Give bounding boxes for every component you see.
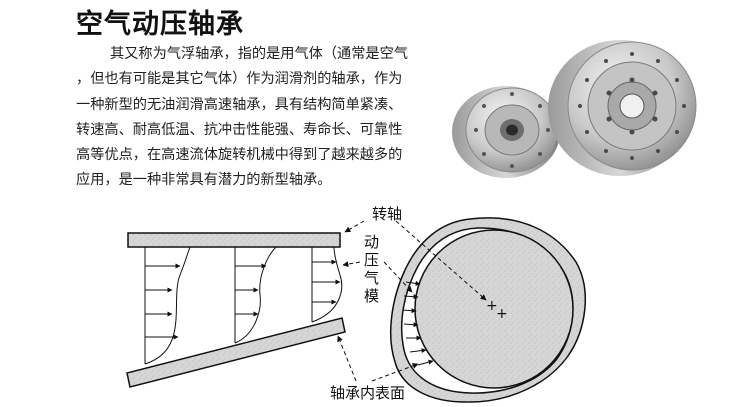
small-bearing bbox=[452, 86, 560, 178]
description-line: 应用，是一种非常具有潜力的新型轴承。 bbox=[76, 172, 332, 189]
bearing-center-mark: + bbox=[486, 298, 498, 314]
large-bearing bbox=[548, 40, 697, 176]
description-line: 高等优点，在高速流体旋转机械中得到了越来越多的 bbox=[76, 147, 403, 164]
label-shaft: 转轴 bbox=[372, 205, 402, 223]
description-paragraph: 其又称为气浮轴承，指的是用气体（通常是空气 ，但也有可能是其它气体）作为润滑剂的… bbox=[76, 42, 444, 194]
description-line: 转速高、耐高低温、抗冲击性能强、寿命长、可靠性 bbox=[76, 121, 403, 138]
lower-plate bbox=[126, 317, 346, 388]
velocity-profile bbox=[234, 246, 277, 344]
velocity-profile bbox=[144, 246, 191, 365]
bearing-product-photo bbox=[452, 40, 697, 178]
label-film-char: 动 bbox=[364, 233, 379, 251]
leader-line bbox=[395, 220, 487, 301]
bearing-diagram: + + 转轴 动 压 气 模 轴承内表面 bbox=[126, 205, 586, 403]
leader-line bbox=[342, 261, 361, 268]
leader-line bbox=[371, 363, 419, 382]
label-film-char: 气 bbox=[364, 269, 379, 287]
film-pressure-arrows bbox=[402, 280, 434, 366]
leader-line bbox=[344, 220, 365, 233]
label-film-char: 压 bbox=[364, 251, 379, 269]
upper-plate bbox=[127, 232, 341, 248]
description-line: ，但也有可能是其它气体）作为润滑剂的轴承，作为 bbox=[76, 71, 403, 88]
velocity-profile bbox=[311, 246, 343, 323]
label-inner-surface: 轴承内表面 bbox=[330, 384, 405, 402]
leader-line bbox=[337, 335, 357, 382]
page-title: 空气动压轴承 bbox=[76, 9, 244, 40]
label-film-char: 模 bbox=[364, 287, 379, 305]
shaft-center-mark: + bbox=[496, 306, 508, 322]
description-line: 其又称为气浮轴承，指的是用气体（通常是空气 bbox=[110, 46, 408, 62]
description-line: 一种新型的无油润滑高速轴承，具有结构简单紧凑、 bbox=[76, 96, 403, 113]
